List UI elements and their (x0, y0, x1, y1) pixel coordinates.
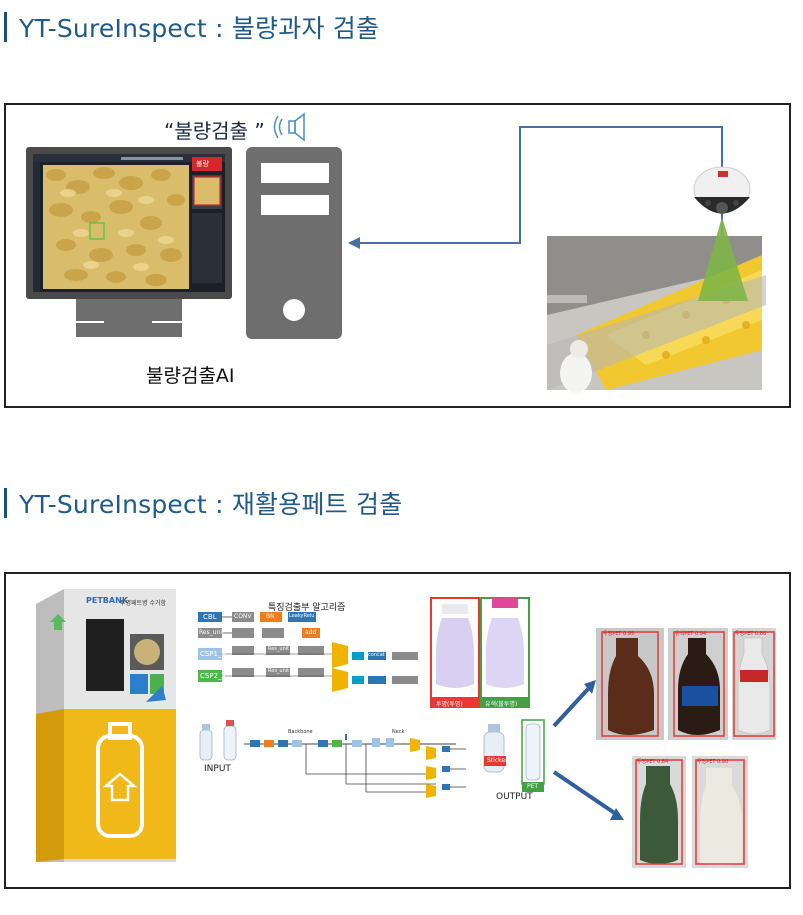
pet-inspection-diagram: PETBANK 투명페트병 수거함 특징검출부 알고리즘 CBL Res_uni… (4, 572, 791, 889)
sticker-label: Sticker (487, 757, 508, 764)
output-label: OUTPUT (496, 792, 533, 802)
production-line-photo (547, 217, 766, 393)
input-label: INPUT (204, 764, 231, 774)
pet-diagram-graphics (36, 589, 776, 868)
layer-label-bn: BN (266, 613, 275, 620)
block-label-csp1: CSP1_X (200, 650, 227, 658)
section-title-text: YT-SureInspect : 재활용페트 검출 (19, 490, 403, 519)
detect-label-3: 투명PET 0.86 (735, 631, 767, 637)
detect-label-4: 투명PET 0.84 (637, 759, 669, 765)
layer-label-add: add (305, 629, 317, 636)
input-bottles-icon (199, 720, 237, 761)
speaker-icon (273, 112, 305, 142)
detect-label-2: 유색PET 0.94 (675, 631, 707, 637)
arrow-left-icon (348, 237, 360, 249)
layer-label-leaky: LeakyRelu (289, 613, 315, 619)
output-bottles-icon (483, 719, 545, 792)
pet-label: PET (527, 783, 539, 790)
title-accent-bar (4, 12, 7, 42)
section-title-snack: YT-SureInspect : 불량과자 검출 (4, 9, 379, 45)
layer-label-res-2: Res_unit (268, 668, 290, 674)
detect-label-5: 투명PET 0.90 (697, 759, 729, 765)
neck-label: Neck (392, 729, 405, 735)
section-title-pet: YT-SureInspect : 재활용페트 검출 (4, 485, 402, 521)
bottle-good-label: 유색(불투명) (485, 701, 518, 708)
machine-brand: PETBANK (86, 596, 128, 605)
computer-tower-icon (246, 147, 342, 339)
machine-name: 투명페트병 수거함 (120, 600, 167, 607)
section-title-text: YT-SureInspect : 불량과자 검출 (19, 14, 380, 43)
detect-label-1: 투명PET 0.95 (603, 631, 635, 637)
block-label-csp2: CSP2_X (200, 672, 227, 680)
layer-label-res-1: Res_unit (268, 646, 290, 652)
block-label-cbl: CBL (203, 613, 217, 621)
algorithm-title: 특징검출부 알고리즘 (268, 603, 346, 613)
snack-inspection-diagram: 불량 “불량검출 ” 불량검출AI (4, 103, 791, 408)
backbone-label: Backbone (288, 729, 313, 735)
recycling-machine-image (36, 589, 176, 862)
block-label-res-unit: Res_unit (199, 629, 225, 636)
bottle-bad-label: 투명(투명) (436, 701, 463, 708)
detection-result-photos (596, 628, 776, 868)
ai-label: 불량검출AI (146, 365, 235, 387)
monitor-alert-label: 불량 (196, 160, 209, 168)
speech-bubble-text: “불량검출 ” (164, 119, 265, 143)
snack-diagram-graphics (26, 112, 766, 393)
network-architecture-diagram (198, 612, 466, 798)
layer-label-concat: concat (368, 652, 385, 658)
title-accent-bar (4, 488, 7, 518)
output-arrows (552, 680, 624, 820)
monitor-icon (26, 147, 232, 337)
layer-label-conv: CONV (234, 613, 252, 620)
camera-icon (693, 166, 751, 214)
bottle-comparison-image (430, 597, 530, 708)
